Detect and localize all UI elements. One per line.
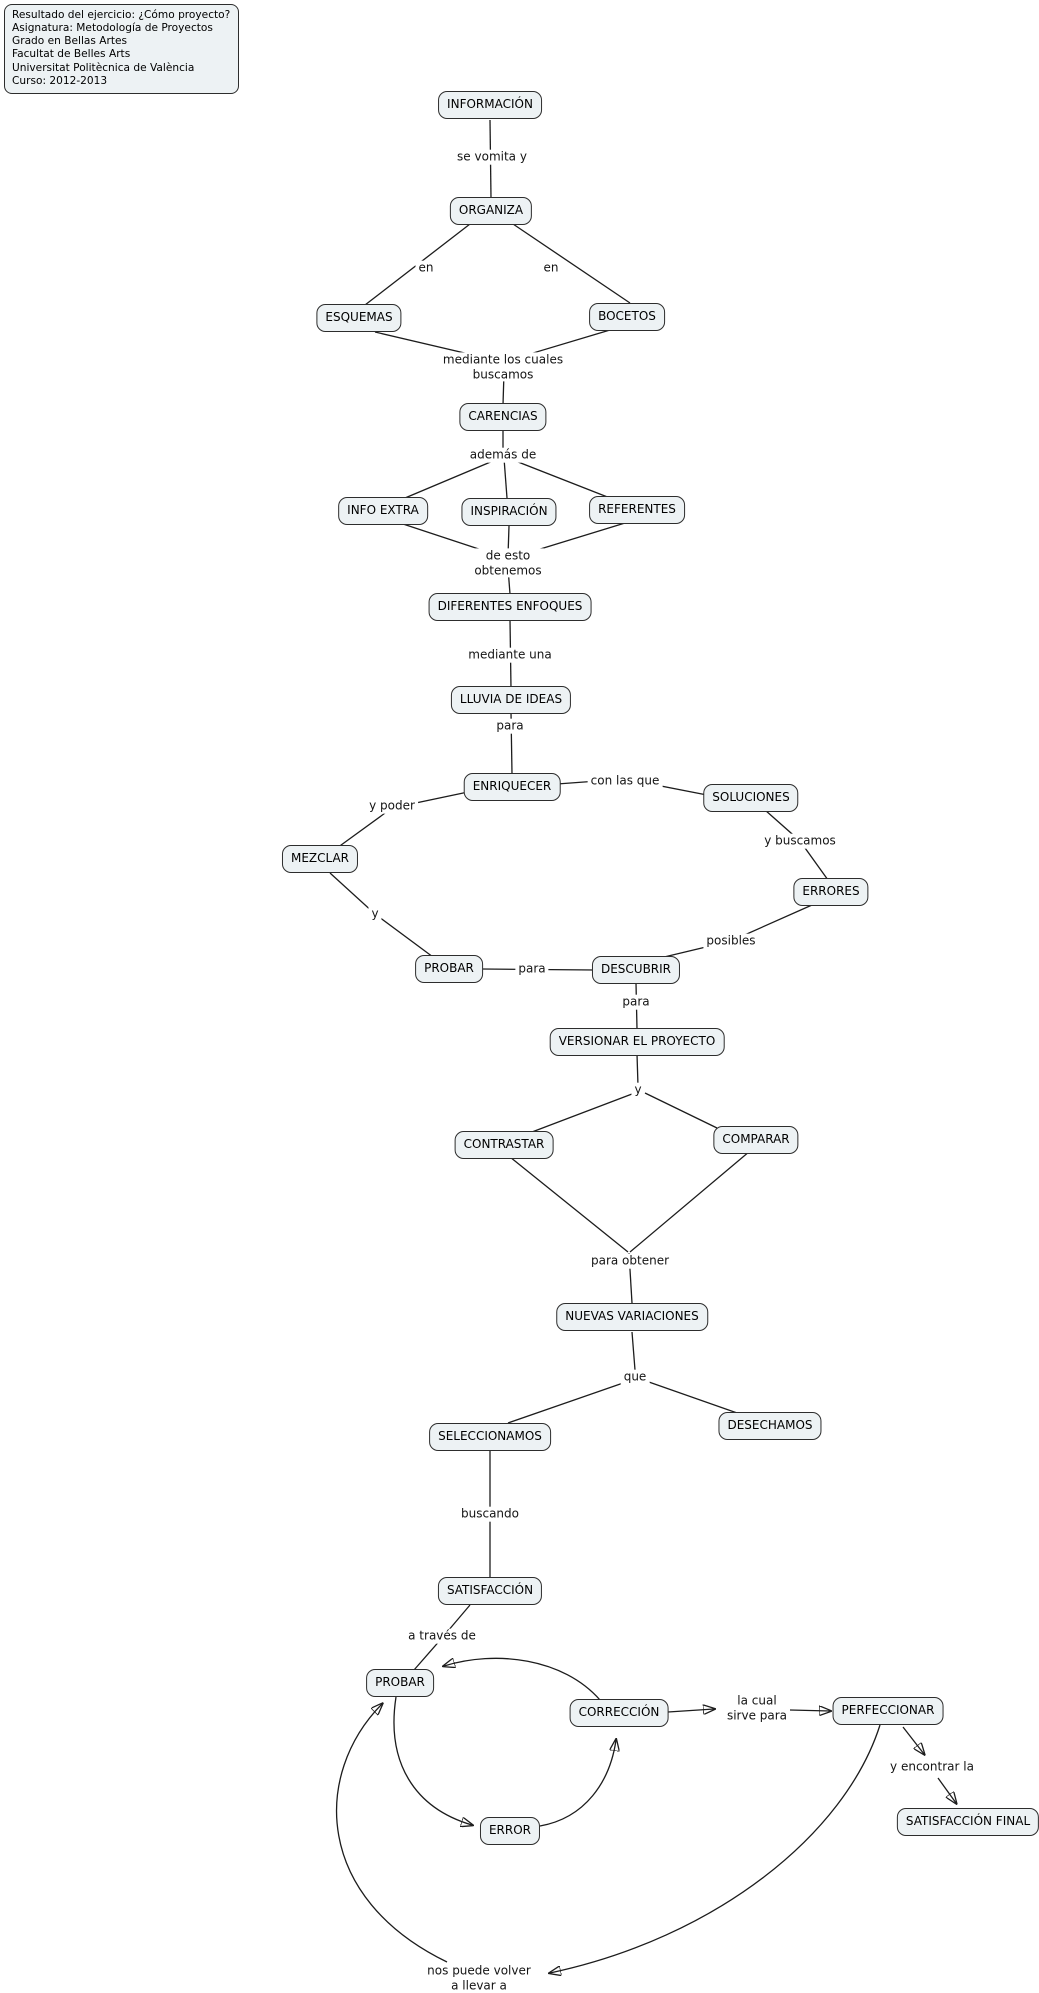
- arrow-perfeccionar-y-encontrar: [902, 1726, 924, 1754]
- edge-errores-descubrir: [659, 904, 813, 959]
- edge-ademas-info-extra: [404, 457, 501, 499]
- edge-label-para-3: para: [619, 994, 653, 1010]
- edge-label-y-buscamos: y buscamos: [761, 833, 839, 849]
- edge-label-para-1: para: [493, 718, 527, 734]
- node-diferentes-enfoques: DIFERENTES ENFOQUES: [428, 593, 592, 621]
- edge-label-ademas-de: además de: [466, 447, 540, 463]
- edge-label-y-poder: y poder: [366, 798, 418, 814]
- edge-label-para-2: para: [515, 961, 549, 977]
- edge-label-la-cual-sirve-para: la cual sirve para: [723, 1693, 791, 1723]
- edge-que-seleccionamos: [507, 1381, 627, 1424]
- node-errores: ERRORES: [793, 878, 869, 906]
- edge-label-se-vomita-y: se vomita y: [454, 149, 530, 165]
- node-probar: PROBAR: [415, 955, 483, 983]
- edge-versionar-y: [636, 1053, 639, 1087]
- info-line: Universitat Politècnica de València: [12, 61, 195, 74]
- node-error: ERROR: [479, 1817, 541, 1845]
- edge-ademas-referentes: [507, 457, 611, 499]
- arrow-correccion-la-cual: [667, 1709, 714, 1712]
- info-line: Curso: 2012-2013: [12, 74, 108, 87]
- node-bocetos: BOCETOS: [589, 303, 665, 331]
- edge-label-de-esto-obtenemos: de esto obtenemos: [471, 548, 545, 578]
- edge-contrastar-junction: [509, 1156, 629, 1253]
- node-contrastar: CONTRASTAR: [454, 1131, 554, 1159]
- edge-organiza-bocetos: [512, 223, 631, 304]
- node-perfeccionar: PERFECCIONAR: [832, 1697, 944, 1725]
- edge-label-y-encontrar-la: y encontrar la: [887, 1759, 977, 1775]
- edge-label-mediante-una: mediante una: [465, 647, 555, 663]
- node-inspiracion: INSPIRACIÓN: [461, 498, 557, 526]
- edge-label-que: que: [620, 1369, 650, 1385]
- arrow-correccion-probar: [444, 1657, 601, 1701]
- arrow-nos-puede-volver-probar: [335, 1704, 448, 1963]
- edge-y-comparar: [644, 1092, 718, 1129]
- node-desechamos: DESECHAMOS: [718, 1412, 822, 1440]
- edge-label-mediante-los-cuales: mediante los cuales buscamos: [439, 352, 567, 382]
- edge-label-en-right: en: [540, 260, 562, 276]
- node-descubrir: DESCUBRIR: [591, 956, 681, 984]
- edge-label-a-traves-de: a través de: [405, 1628, 479, 1644]
- node-referentes: REFERENTES: [589, 496, 685, 524]
- arrow-la-cual-perfeccionar: [789, 1710, 830, 1711]
- edge-label-para-obtener: para obtener: [587, 1253, 673, 1269]
- node-carencias: CARENCIAS: [459, 403, 547, 431]
- info-line: Facultat de Belles Arts: [12, 48, 131, 61]
- edge-label-con-las-que: con las que: [587, 773, 663, 789]
- edge-label-y-2: y: [631, 1082, 645, 1098]
- edge-label-posibles: posibles: [703, 933, 759, 949]
- edge-ademas-inspiracion: [503, 457, 508, 499]
- edge-nuevas-variaciones-que: [631, 1331, 636, 1371]
- node-soluciones: SOLUCIONES: [703, 784, 799, 812]
- node-info-extra: INFO EXTRA: [338, 497, 428, 525]
- arrow-probar-error: [393, 1696, 472, 1825]
- node-satisfaccion-final: SATISFACCIÓN FINAL: [896, 1808, 1039, 1836]
- arrow-error-correccion: [539, 1740, 616, 1827]
- arrow-connectors: [335, 1657, 956, 1973]
- info-line: Resultado del ejercicio: ¿Cómo proyecto?: [12, 9, 231, 21]
- node-probar-2: PROBAR: [366, 1669, 434, 1697]
- edge-comparar-junction: [629, 1150, 751, 1253]
- arrow-y-encontrar-satisfaccion-final: [937, 1777, 956, 1803]
- info-line: Grado en Bellas Artes: [12, 35, 128, 48]
- node-mezclar: MEZCLAR: [281, 845, 359, 873]
- node-nuevas-variaciones: NUEVAS VARIACIONES: [556, 1303, 708, 1331]
- node-organiza: ORGANIZA: [449, 197, 533, 225]
- node-correccion: CORRECCIÓN: [569, 1699, 669, 1727]
- edge-label-en-left: en: [415, 260, 437, 276]
- edge-label-nos-puede-volver: nos puede volver a llevar a: [424, 1963, 534, 1993]
- info-box: Resultado del ejercicio: ¿Cómo proyecto?…: [4, 4, 240, 94]
- node-esquemas: ESQUEMAS: [316, 304, 402, 332]
- node-satisfaccion: SATISFACCIÓN: [437, 1577, 543, 1605]
- node-seleccionamos: SELECCIONAMOS: [429, 1423, 551, 1451]
- node-informacion: INFORMACIÓN: [438, 91, 542, 119]
- edge-y-contrastar: [531, 1093, 633, 1133]
- edge-label-y-1: y: [368, 906, 382, 922]
- node-versionar-el-proyecto: VERSIONAR EL PROYECTO: [549, 1028, 725, 1056]
- edge-que-desechamos: [645, 1380, 741, 1415]
- node-comparar: COMPARAR: [713, 1126, 799, 1154]
- node-enriquecer: ENRIQUECER: [463, 773, 561, 801]
- node-lluvia-de-ideas: LLUVIA DE IDEAS: [450, 686, 572, 714]
- arrow-perfeccionar-nos-puede-volver: [550, 1724, 881, 1973]
- edge-label-buscando: buscando: [458, 1506, 522, 1522]
- info-line: Asignatura: Metodología de Proyectos: [12, 22, 213, 35]
